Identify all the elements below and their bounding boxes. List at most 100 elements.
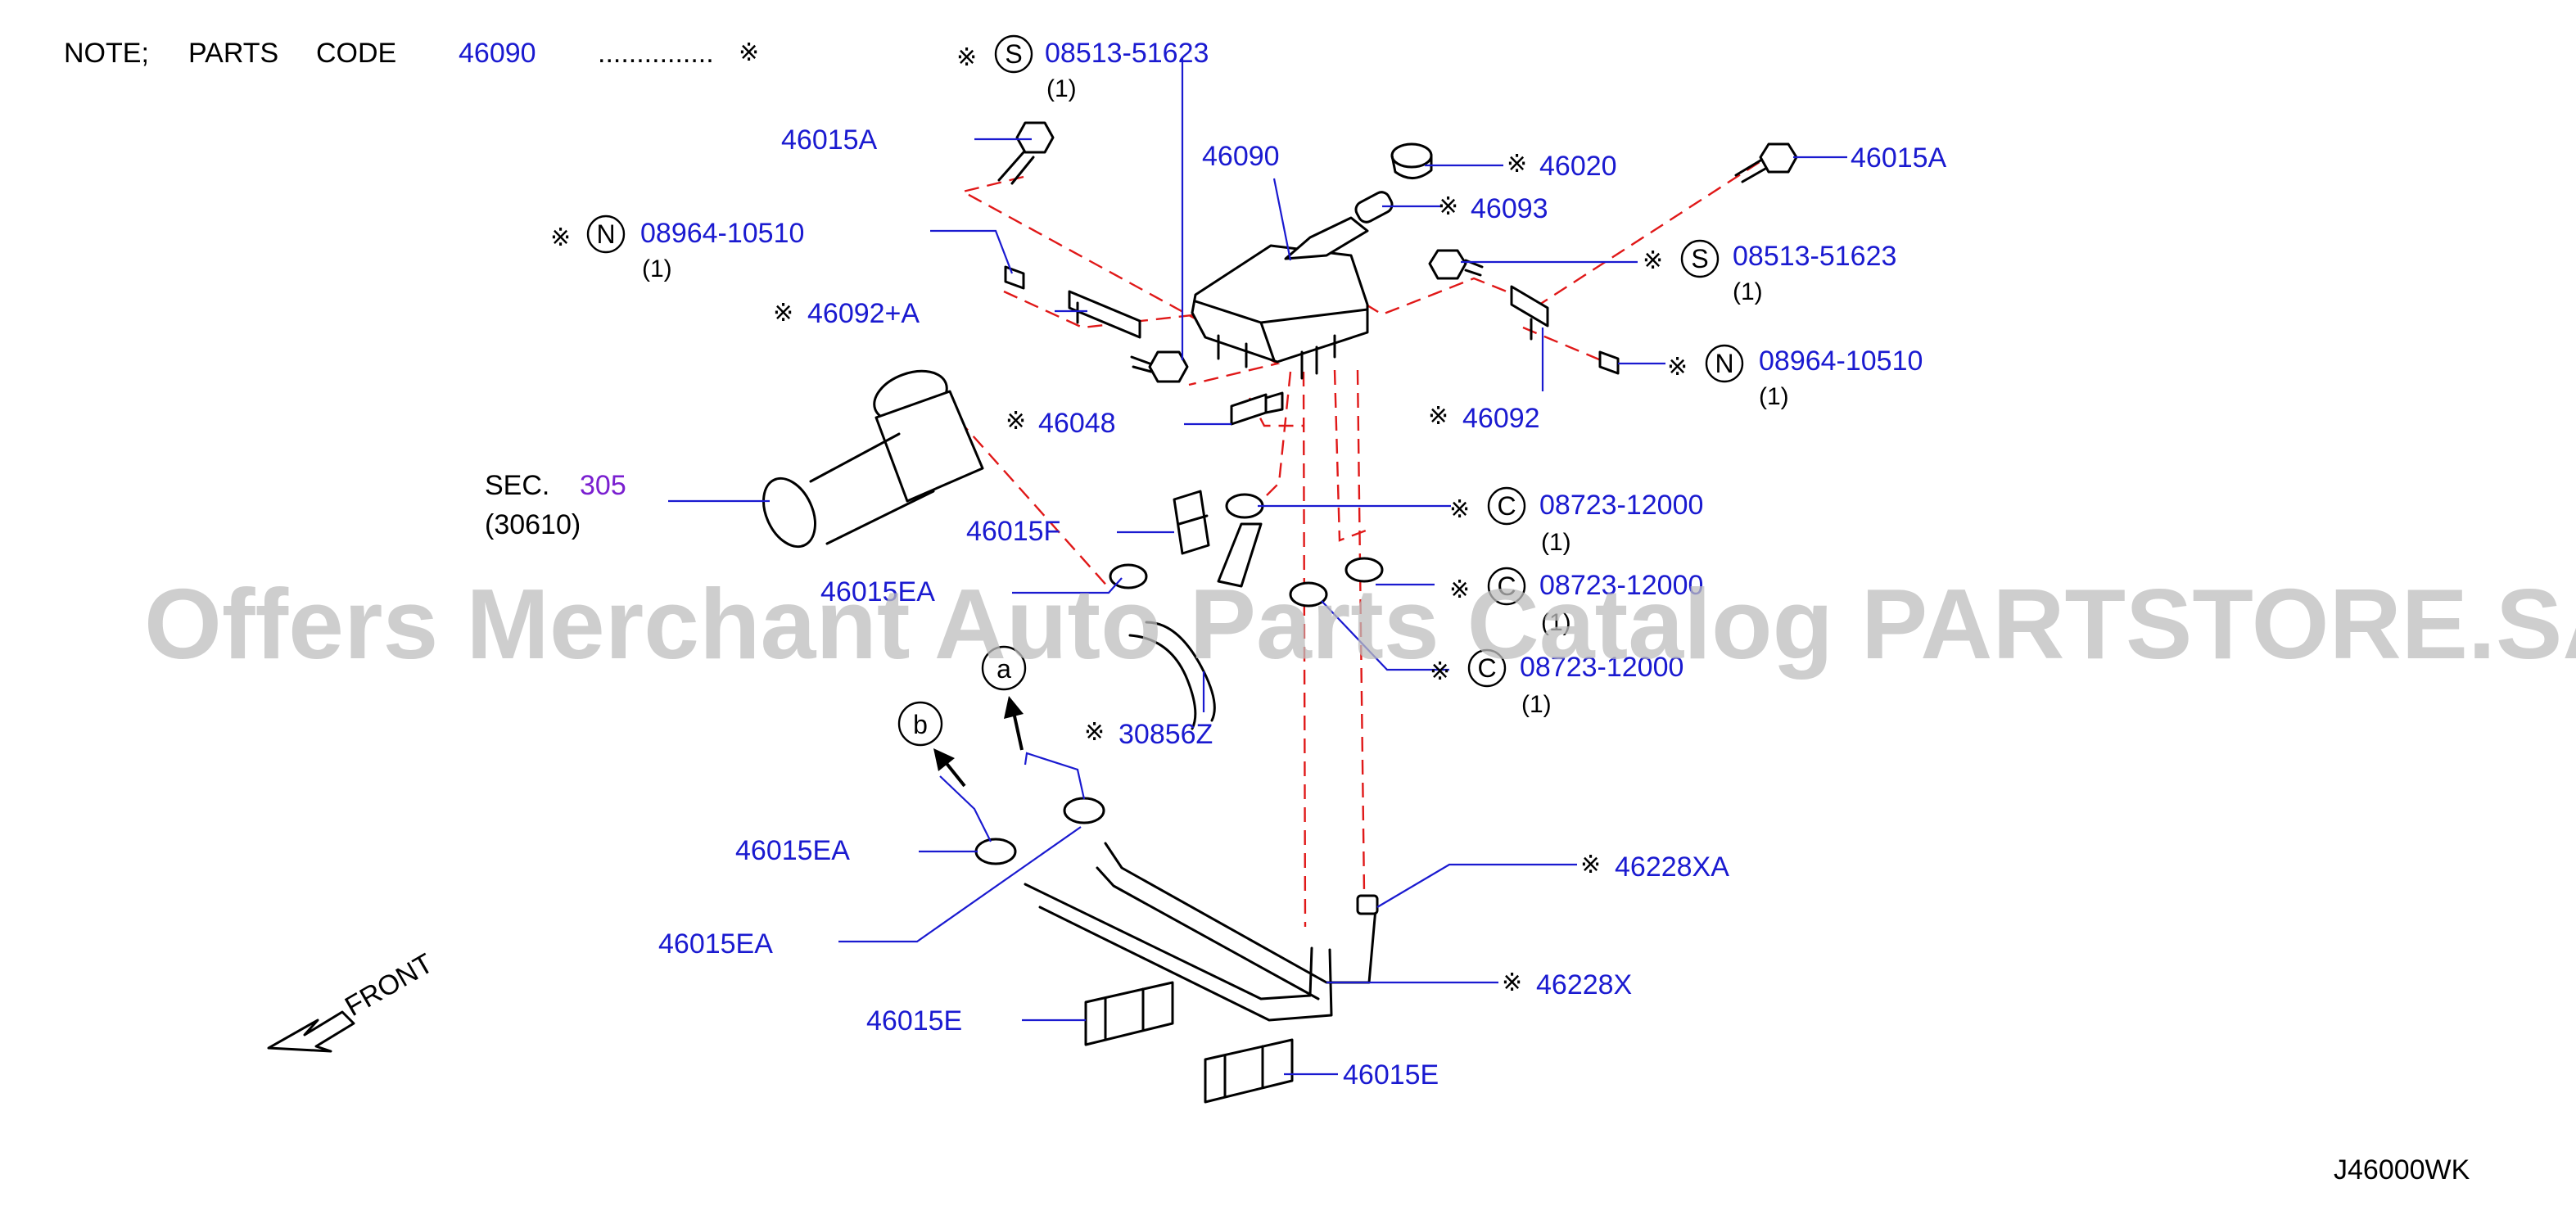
callout-08513-51623-right: ※ S 08513-51623 (1): [1643, 239, 1896, 305]
part-quantity: (1): [1541, 529, 1571, 556]
hose-46228xa[interactable]: [1096, 842, 1379, 1000]
callout-08723-12000-3: ※ C 08723-12000 (1): [1430, 648, 1683, 718]
symbol-circle: [1487, 567, 1526, 606]
part-number[interactable]: 46090: [1202, 141, 1280, 172]
part-quantity: (1): [1733, 278, 1763, 305]
reservoir-tank[interactable]: [1191, 216, 1369, 380]
part-number[interactable]: 46092: [1462, 403, 1540, 434]
part-quantity: (1): [642, 255, 672, 282]
callout-08513-51623-top: ※ S 08513-51623 (1): [956, 34, 1209, 102]
part-number[interactable]: 46015E: [866, 1005, 962, 1037]
hose-clamp-3[interactable]: [1289, 581, 1328, 608]
symbol-letter: C: [1477, 653, 1496, 683]
symbol-circle: [586, 215, 626, 254]
section-ref[interactable]: 305: [580, 470, 626, 501]
callout-sec-305: SEC. 305 (30610): [485, 470, 626, 540]
part-number[interactable]: 46015E: [1343, 1059, 1439, 1091]
bolt-right[interactable]: [1734, 142, 1798, 183]
nut-right[interactable]: [1598, 350, 1620, 375]
part-quantity: (1): [1541, 609, 1571, 636]
section-prefix: SEC.: [485, 470, 549, 501]
clip-46015e-left[interactable]: [1084, 981, 1174, 1046]
part-number[interactable]: 08513-51623: [1733, 241, 1896, 272]
part-number[interactable]: 46020: [1539, 151, 1617, 182]
callout-46090: 46090: [1202, 141, 1280, 172]
marker-a: a: [981, 645, 1027, 691]
part-number[interactable]: 30856Z: [1119, 719, 1213, 750]
part-number[interactable]: 08723-12000: [1520, 652, 1683, 683]
front-label: FRONT: [340, 947, 438, 1022]
connector-46048[interactable]: [1230, 391, 1284, 426]
part-number[interactable]: 08723-12000: [1539, 570, 1703, 601]
symbol-letter: S: [1691, 244, 1708, 273]
symbol-circle: [1467, 648, 1507, 688]
callout-08723-12000-2: ※ C 08723-12000 (1): [1449, 567, 1703, 636]
part-number[interactable]: 46015A: [1851, 142, 1947, 174]
ref-mark: ※: [1449, 576, 1470, 604]
ref-mark: ※: [1438, 192, 1458, 221]
hose-clamp-5[interactable]: [1063, 797, 1105, 824]
hose-30856z[interactable]: [1128, 522, 1263, 730]
filler-neck[interactable]: [753, 362, 984, 555]
note-parts: PARTS: [188, 38, 278, 69]
bolt-center-right[interactable]: [1428, 249, 1484, 280]
part-number[interactable]: 46015EA: [735, 835, 850, 866]
ref-mark: ※: [1502, 969, 1522, 997]
part-number[interactable]: 46015EA: [820, 576, 935, 608]
note-dots: ...............: [598, 38, 714, 69]
front-indicator: FRONT: [267, 947, 438, 1053]
part-number[interactable]: 46015F: [966, 516, 1060, 547]
part-number[interactable]: 46228XA: [1615, 851, 1729, 883]
reservoir-cap[interactable]: [1390, 142, 1433, 179]
hose-46228x[interactable]: [1024, 883, 1333, 1022]
part-number[interactable]: 08723-12000: [1539, 490, 1703, 521]
part-number[interactable]: 46092+A: [807, 298, 920, 329]
ref-mark: ※: [1428, 402, 1448, 431]
marker-letter: a: [997, 654, 1011, 684]
symbol-circle: [1680, 239, 1720, 278]
marker-b: b: [897, 701, 943, 747]
symbol-letter: S: [1005, 39, 1022, 69]
part-number[interactable]: 08964-10510: [1759, 346, 1923, 377]
part-number[interactable]: 46048: [1038, 408, 1116, 439]
marker-letter: b: [913, 710, 928, 739]
hose-clamp-2[interactable]: [1344, 557, 1384, 583]
ref-mark: ※: [1084, 718, 1105, 747]
hose-clamp-6[interactable]: [974, 838, 1017, 865]
ref-mark: ※: [550, 224, 571, 252]
symbol-circle: [1487, 486, 1526, 526]
bracket-right[interactable]: [1510, 285, 1549, 341]
note-header: NOTE; PARTS CODE 46090 ............... ※: [64, 38, 759, 69]
nut-left[interactable]: [1004, 265, 1025, 290]
ref-mark: ※: [1449, 495, 1470, 524]
callout-46093: ※ 46093: [1438, 192, 1548, 224]
note-mark: ※: [739, 38, 759, 67]
note-code-value[interactable]: 46090: [459, 38, 536, 69]
callout-46015ea-mid: 46015EA: [735, 835, 850, 866]
hose-clamp-1[interactable]: [1225, 493, 1264, 519]
bolt-center-left[interactable]: [1130, 350, 1189, 383]
clip-46015e-right[interactable]: [1204, 1038, 1294, 1104]
bolt-left[interactable]: [997, 121, 1055, 185]
part-number[interactable]: 46015EA: [658, 928, 773, 960]
diagram-code: J46000WK: [2334, 1154, 2470, 1186]
part-number[interactable]: 08513-51623: [1045, 38, 1209, 69]
callout-46092: ※ 46092: [1428, 402, 1540, 434]
ref-mark: ※: [956, 43, 977, 72]
callout-30856z: ※ 30856Z: [1084, 718, 1213, 750]
ref-mark: ※: [1507, 150, 1527, 178]
ref-mark: ※: [773, 299, 793, 327]
clip-46015f[interactable]: [1173, 490, 1210, 555]
arrow-to-a: [1004, 696, 1024, 751]
part-number[interactable]: 08964-10510: [640, 218, 804, 249]
part-number[interactable]: 46228X: [1536, 969, 1632, 1000]
cap-seal[interactable]: [1353, 189, 1394, 225]
part-number[interactable]: 46093: [1471, 193, 1548, 224]
callout-46015f: 46015F: [966, 516, 1060, 547]
part-number[interactable]: 46015A: [781, 124, 878, 156]
note-prefix: NOTE;: [64, 38, 149, 69]
watermark: Offers Merchant Auto Parts Catalog PARTS…: [144, 568, 2576, 680]
marker-circle: [897, 701, 943, 747]
bracket-left[interactable]: [1068, 290, 1141, 339]
